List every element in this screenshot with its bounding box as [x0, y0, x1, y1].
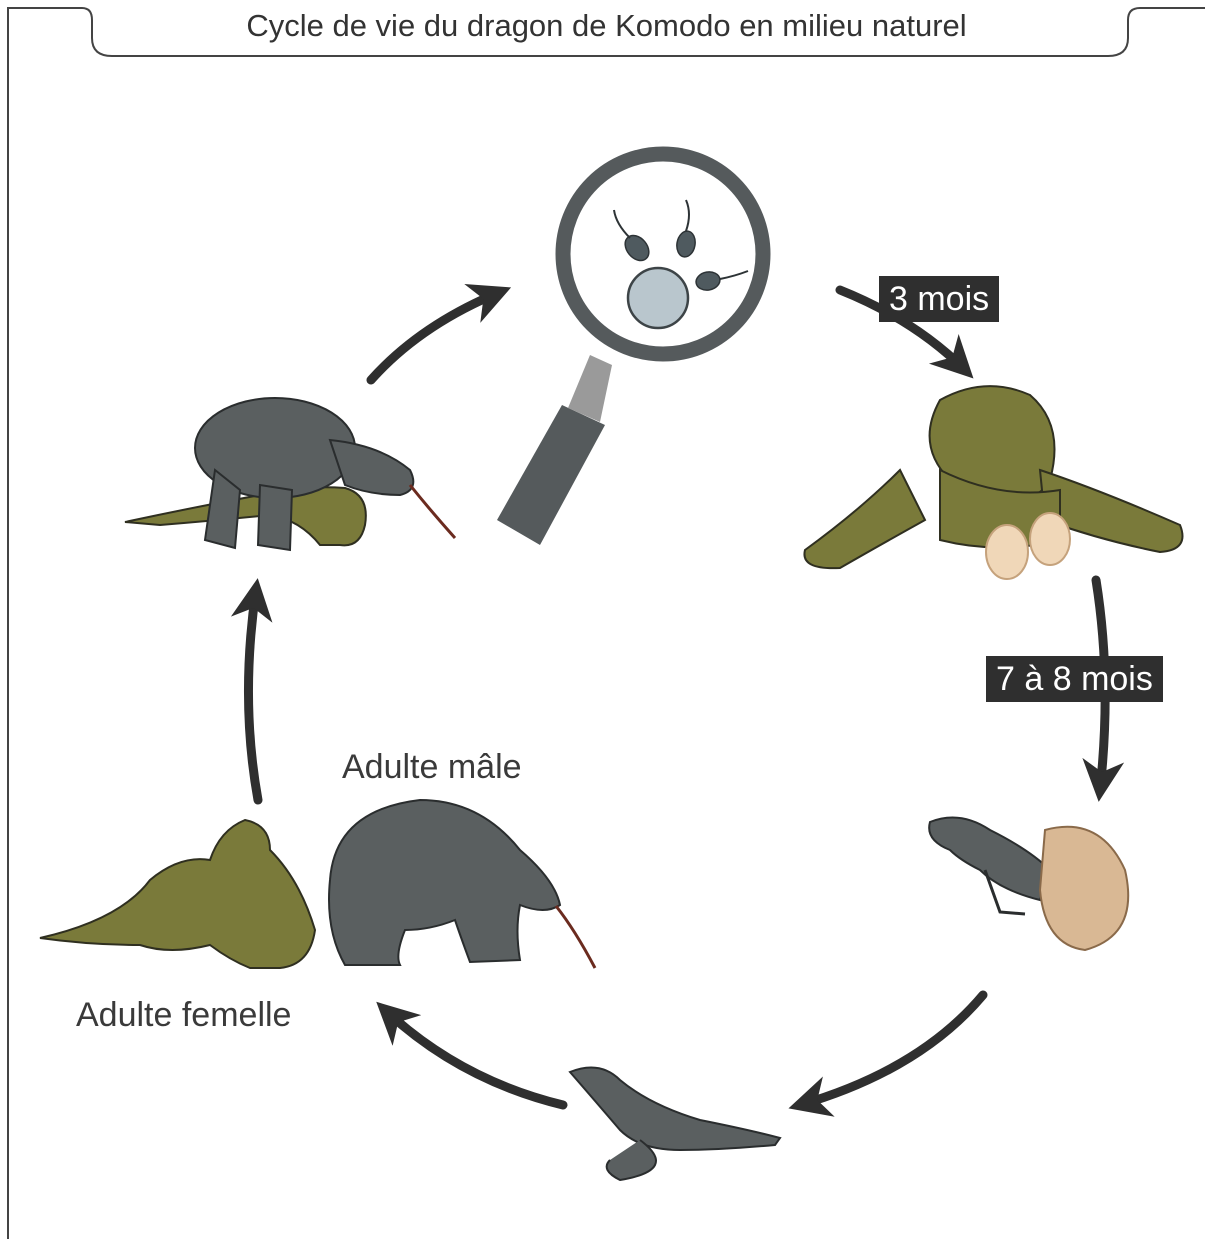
juvenile-illustration — [570, 1068, 780, 1181]
arrow-hatching-to-juvenile — [800, 995, 983, 1105]
diagram-title: Cycle de vie du dragon de Komodo en mili… — [0, 8, 1213, 44]
adult-male-illustration — [329, 800, 595, 968]
duration-tag-laying: 3 mois — [879, 276, 999, 322]
duration-tag-incubation: 7 à 8 mois — [986, 656, 1163, 702]
mating-dragons-illustration — [125, 398, 455, 550]
adult-female-label: Adulte femelle — [76, 996, 291, 1035]
arrow-juvenile-to-adults — [385, 1010, 563, 1105]
adult-male-label: Adulte mâle — [342, 748, 522, 787]
magnifier-icon — [497, 154, 763, 545]
hatchling-illustration — [929, 818, 1128, 951]
adult-female-illustration — [40, 820, 315, 968]
arrow-mating-to-fertilization — [371, 292, 500, 380]
arrow-adults-to-mating — [248, 590, 258, 800]
ovum-icon — [628, 268, 688, 328]
